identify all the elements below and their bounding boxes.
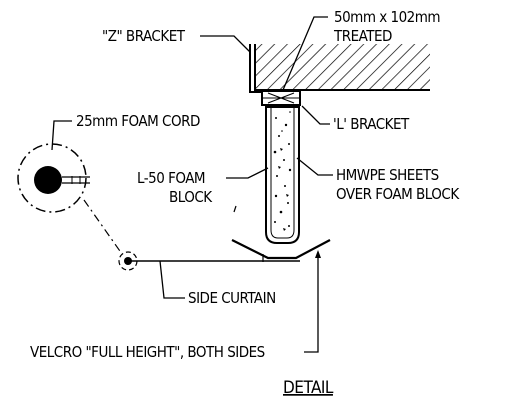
foam-cord-enlarged [17, 143, 90, 213]
velcro-arrow [315, 250, 321, 258]
treated-lumber [254, 44, 430, 91]
velcro-label: VELCRO "FULL HEIGHT", BOTH SIDES [30, 343, 265, 361]
z-bracket-label: "Z" BRACKET [102, 27, 186, 45]
foam-block-label-1: L-50 FOAM [137, 169, 205, 187]
leader-lines [51, 16, 333, 353]
side-curtain-label: SIDE CURTAIN [188, 289, 276, 307]
lumber-label-1: 50mm x 102mm [334, 8, 440, 26]
lumber-label-2: TREATED [333, 27, 392, 45]
stray-tick [233, 205, 237, 213]
l-bracket [261, 90, 301, 106]
z-bracket [249, 44, 262, 93]
hmwpe-label-1: HMWPE SHEETS [336, 166, 439, 184]
foam-block-label-2: BLOCK [169, 188, 213, 206]
hmwpe-label-2: OVER FOAM BLOCK [336, 185, 460, 203]
foam-cord-small [124, 257, 132, 265]
l-bracket-label: 'L' BRACKET [333, 115, 410, 133]
enlargement-leader [83, 199, 123, 255]
foam-block [265, 106, 300, 244]
velcro-strip [231, 239, 331, 260]
detail-title: DETAIL [283, 378, 334, 398]
foam-cord-label: 25mm FOAM CORD [76, 112, 200, 130]
